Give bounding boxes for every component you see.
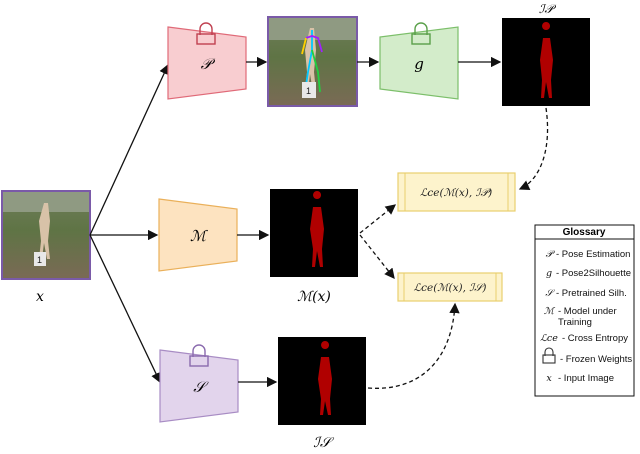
glossary-text-7: - Input Image bbox=[558, 373, 614, 384]
loss-silh-box: ℒce(ℳ(x), ℐ𝒮) bbox=[397, 272, 503, 302]
svg-text:1: 1 bbox=[306, 86, 311, 96]
input-label: x bbox=[36, 289, 44, 305]
glossary-title: Glossary bbox=[563, 227, 606, 238]
pose-output-label: ℐ𝒫 bbox=[539, 2, 557, 16]
glossary-text-0: - Pose Estimation bbox=[556, 249, 630, 260]
lock-icon bbox=[411, 22, 431, 45]
dashed-pretrained-to-loss bbox=[367, 302, 460, 389]
arrow-x-to-pretrained bbox=[89, 234, 161, 384]
model-block: ℳ bbox=[158, 198, 238, 272]
glossary-text-2: - Pretrained Silh. bbox=[556, 288, 627, 299]
glossary-sym-0: 𝒫 bbox=[546, 249, 556, 260]
pretrained-block: 𝒮 bbox=[159, 349, 239, 423]
model-output-image bbox=[270, 189, 358, 277]
glossary-sym-5: ℒce bbox=[540, 333, 558, 344]
arrow-x-to-pose bbox=[89, 63, 169, 236]
pretrained-output-image bbox=[278, 337, 366, 425]
lock-icon bbox=[542, 347, 556, 364]
glossary-text-1: - Pose2Silhouette bbox=[556, 268, 631, 279]
model-output-label: ℳ(x) bbox=[297, 289, 331, 305]
glossary-sym-2: 𝒮 bbox=[545, 288, 555, 299]
pose-estimator-block: 𝒫 bbox=[167, 26, 247, 100]
pose2silhouette-label: g bbox=[414, 55, 424, 73]
pretrained-output-label: ℐ𝒮 bbox=[313, 435, 335, 451]
loss-silh-label: ℒce(ℳ(x), ℐ𝒮) bbox=[414, 282, 487, 294]
glossary-text-6: - Frozen Weights bbox=[560, 354, 632, 365]
glossary-text-4: Training bbox=[558, 317, 592, 328]
dashed-pose-to-loss bbox=[518, 107, 549, 190]
glossary-sym-1: g bbox=[546, 268, 552, 279]
glossary-sym-3: ℳ bbox=[544, 306, 556, 317]
loss-pose-box: ℒce(ℳ(x), ℐ𝒫) bbox=[397, 172, 516, 212]
glossary-text-5: - Cross Entropy bbox=[562, 333, 628, 344]
input-image: 1 bbox=[1, 190, 91, 280]
glossary-box: Glossary 𝒫 - Pose Estimation g - Pose2Si… bbox=[534, 224, 635, 397]
model-label: ℳ bbox=[190, 227, 208, 245]
lock-icon bbox=[196, 22, 216, 45]
pose-silhouette-output bbox=[502, 18, 590, 106]
glossary-sym-7: x bbox=[546, 373, 552, 384]
dashed-model-to-loss-pose bbox=[359, 204, 397, 234]
dashed-model-to-loss-silh bbox=[359, 234, 395, 280]
lock-icon bbox=[189, 344, 209, 367]
svg-text:1: 1 bbox=[37, 255, 42, 265]
pose2silhouette-block: g bbox=[379, 26, 459, 100]
loss-pose-label: ℒce(ℳ(x), ℐ𝒫) bbox=[420, 187, 492, 199]
skeleton-image: 1 bbox=[267, 16, 358, 107]
glossary-text-3: - Model under bbox=[558, 306, 617, 317]
